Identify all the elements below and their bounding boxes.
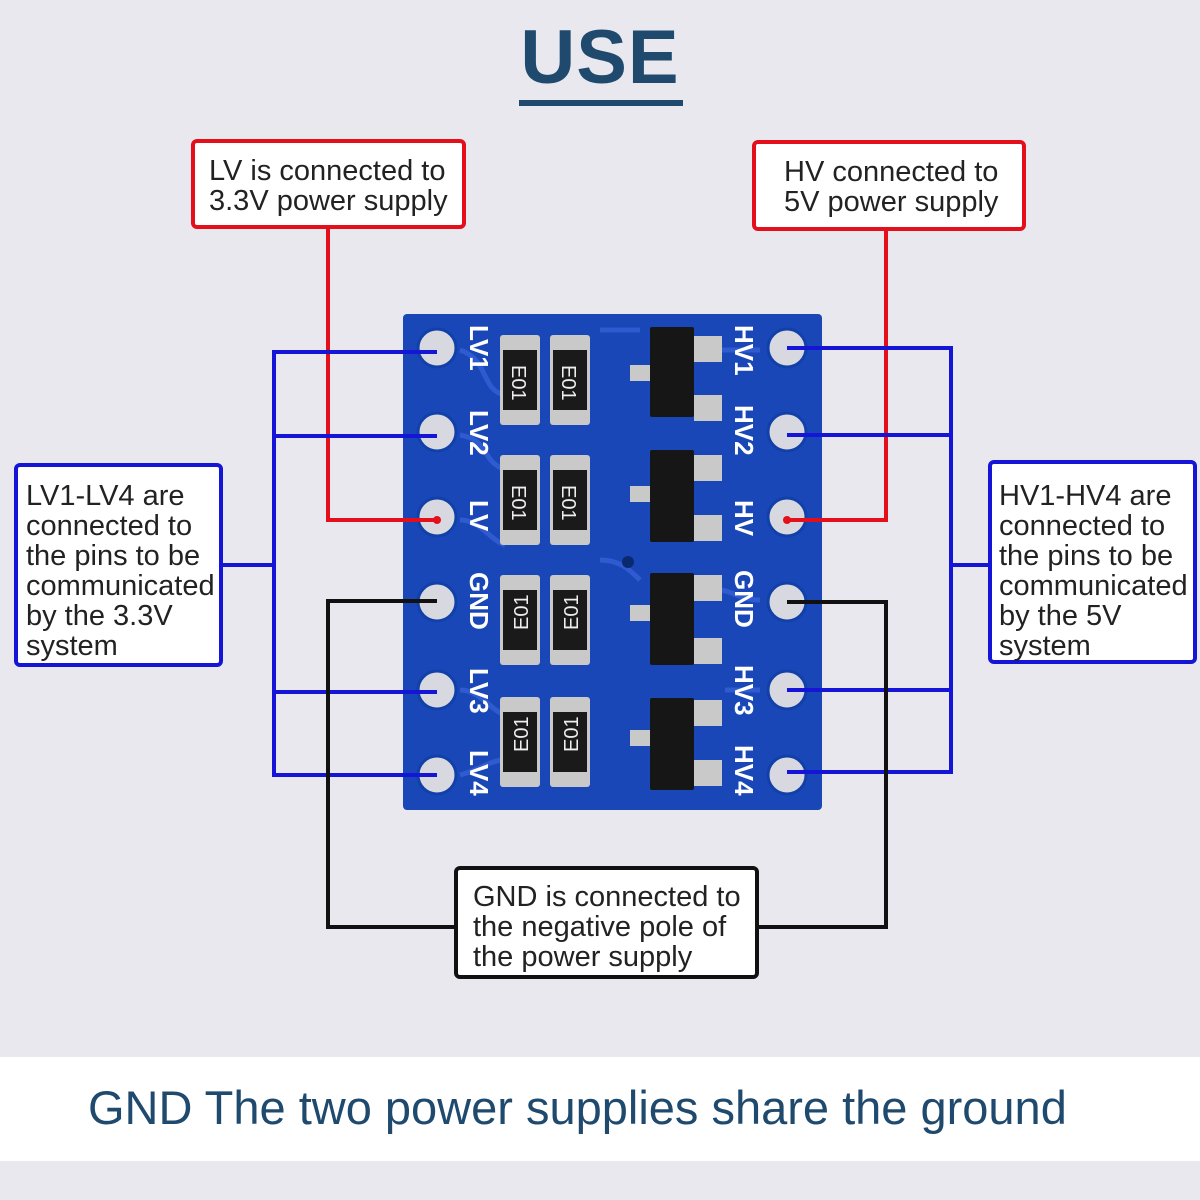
page-title: USE [520,15,680,100]
mosfet-2 [630,450,722,542]
gnd-wire-left [326,599,454,929]
pin-contacts [433,516,791,524]
footer-caption: GND The two power supplies share the gro… [88,1081,1067,1134]
pin-hole-hv4 [766,754,808,796]
pin-label-gnd-left: GND [464,572,494,630]
smd-resistors [500,335,590,787]
hv-supply-wire [787,231,888,522]
resistor-pair-4 [500,697,590,787]
pin-label-lv2: LV2 [464,410,494,456]
fiducial-mark [622,556,634,568]
right-pin-holes [766,327,808,796]
hv-supply-callout: HV connected to 5V power supply [752,140,1026,231]
resistor-marking: E01 [557,365,579,401]
mosfets [630,327,722,790]
pin-label-hv1: HV1 [729,325,759,376]
ground-wires [326,599,888,929]
pin-hole-lv2 [416,411,458,453]
gnd-wire-right [759,600,888,929]
resistor-marking: E01 [511,594,533,630]
footer-band [0,1057,1200,1161]
lv-pins-callout: LV1-LV4 are connected to the pins to be … [14,463,223,667]
pin-hole-lv1 [416,327,458,369]
resistor-marking: E01 [507,365,529,401]
title-underline [519,100,683,106]
pin-label-lv3: LV3 [464,668,494,714]
pin-hole-hv2 [766,411,808,453]
pin-label-lv: LV [464,500,494,532]
lv-supply-wire [326,229,437,522]
lv-signal-wires [223,350,437,777]
pin-label-lv1: LV1 [464,325,494,371]
resistor-marking: E01 [557,485,579,521]
pin-label-hv: HV [729,500,759,537]
mosfet-1 [630,327,722,421]
resistor-pair-1 [500,335,590,425]
gnd-callout: GND is connected to the negative pole of… [454,866,759,979]
resistor-marking: E01 [561,594,583,630]
hv-signal-wires [787,346,988,774]
pin-label-gnd-right: GND [729,570,759,628]
resistor-marking: E01 [511,716,533,752]
supply-wires [326,229,888,522]
pin-label-hv3: HV3 [729,665,759,716]
mosfet-3 [630,573,722,665]
resistor-pair-3 [500,575,590,665]
resistor-marking: E01 [561,716,583,752]
pin-label-lv4: LV4 [464,750,494,796]
hv-pins-callout: HV1-HV4 are connected to the pins to be … [988,460,1197,664]
resistor-marking: E01 [507,485,529,521]
resistor-pair-2 [500,455,590,545]
pin-label-hv2: HV2 [729,405,759,456]
pin-label-hv4: HV4 [729,745,759,796]
level-shifter-board: LV1 LV2 LV GND LV3 LV4 HV1 HV2 HV GND HV… [403,314,822,810]
mosfet-4 [630,698,722,790]
lv-supply-callout: LV is connected to 3.3V power supply [191,139,466,229]
